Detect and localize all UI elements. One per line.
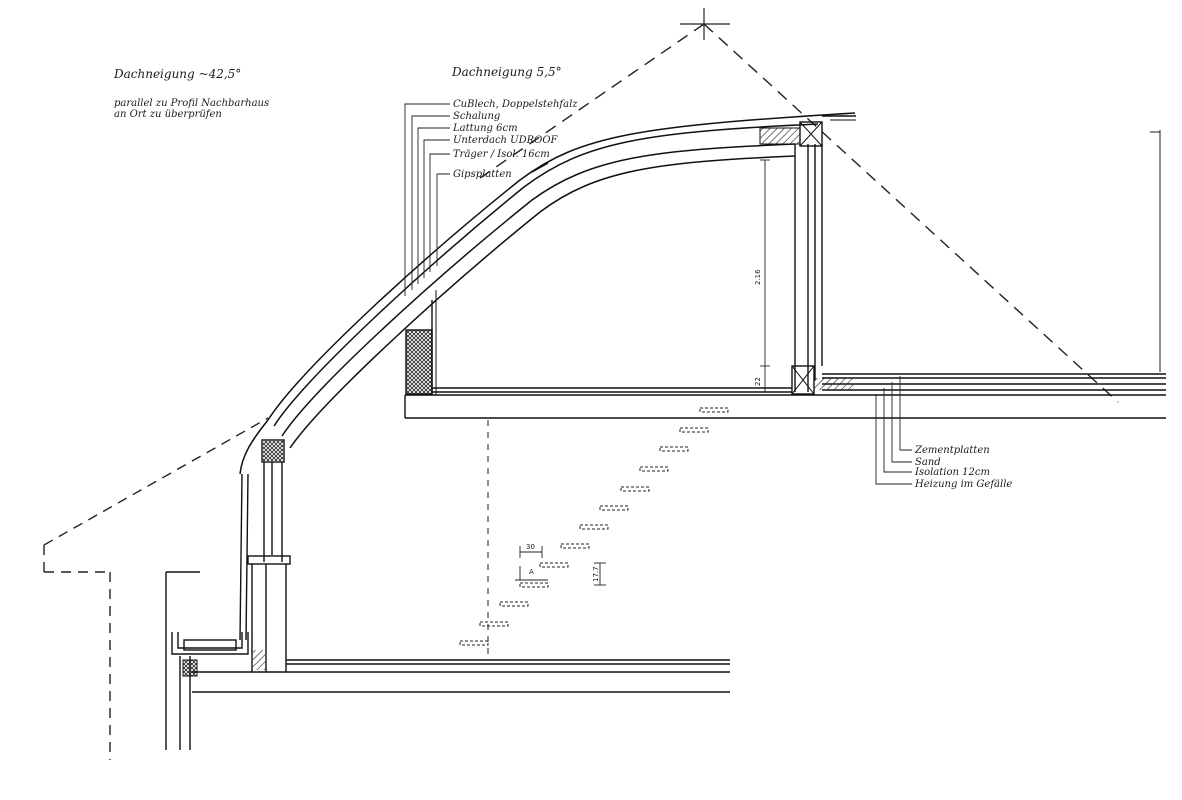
apex-mark (680, 8, 730, 40)
roof-layer-5: Träger / Isol. 16cm (453, 149, 550, 160)
floor-layer-labels: Zementplatten Sand Isolation 12cm Heizun… (914, 445, 1012, 490)
left-note-line-1: parallel zu Profil Nachbarhaus (114, 98, 269, 109)
stair-steps (459, 407, 729, 646)
roof-layer-2: Schalung (453, 111, 500, 122)
roof-layer-4: Unterdach UDROOF (453, 135, 559, 146)
roof-layer-labels: CuBlech, Doppelstehfalz Schalung Lattung… (452, 99, 578, 180)
left-pitch-note: Dachneigung ~42,5° (113, 67, 241, 81)
roof-layer-3: Lattung 6cm (452, 123, 518, 134)
step-dimension (515, 546, 606, 586)
floor-insulation-hatch (814, 378, 854, 390)
right-pitch-note: Dachneigung 5,5° (451, 65, 562, 79)
roof-layer-6: Gipsplatten (453, 169, 512, 180)
curved-roof (239, 112, 856, 475)
step-run-label: 30 (526, 543, 535, 551)
wall-height-label: 2.16 (754, 269, 762, 285)
floor-layer-1: Zementplatten (914, 445, 990, 456)
step-rise-label: 17.7 (592, 566, 600, 582)
floor-layer-4: Heizung im Gefälle (914, 479, 1012, 490)
floor-layer-leaders (875, 376, 912, 485)
dormer-window-assembly (239, 439, 291, 672)
neighbour-roof-profile (43, 417, 269, 760)
sill-hatch (253, 650, 265, 670)
roof-layer-leaders (404, 103, 450, 296)
floor-layer-2: Sand (915, 457, 941, 468)
wall-base-label: 22 (754, 377, 762, 386)
roof-layer-1: CuBlech, Doppelstehfalz (453, 99, 578, 110)
floor-layer-3: Isolation 12cm (914, 467, 990, 478)
eave-beam-hatch (759, 127, 801, 145)
left-note-line-2: an Ort zu überprüfen (114, 109, 222, 120)
parapet-masonry (405, 329, 433, 395)
lower-floor-slab (192, 659, 730, 693)
gutter-hatch (182, 659, 198, 677)
gutter-detail (165, 571, 249, 750)
window-head-hatch (263, 441, 283, 461)
ridge-post (799, 121, 823, 147)
existing-roof-outline (479, 23, 1119, 403)
right-wall (794, 144, 823, 392)
step-label: A (529, 568, 534, 576)
upper-floor-slab (404, 373, 1166, 419)
